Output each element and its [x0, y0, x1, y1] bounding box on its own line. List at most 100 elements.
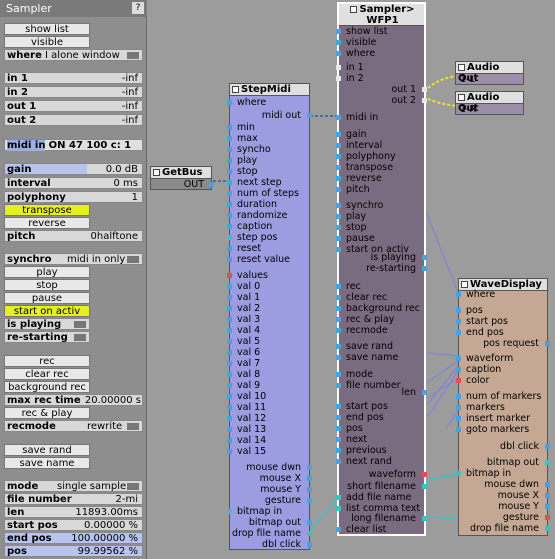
port-pin[interactable]	[336, 459, 341, 464]
port-reverse[interactable]: reverse	[346, 173, 382, 184]
port-pin[interactable]	[545, 460, 550, 465]
port-waveform[interactable]: waveform	[466, 353, 514, 364]
port-val-13[interactable]: val 13	[237, 424, 267, 435]
transpose-button[interactable]: transpose	[4, 204, 90, 216]
port-duration[interactable]: duration	[237, 199, 277, 210]
node-checkbox[interactable]	[232, 85, 239, 93]
port-pin[interactable]	[307, 498, 312, 503]
port-dbl-click[interactable]: dbl click	[262, 539, 301, 550]
port-pin[interactable]	[336, 355, 341, 360]
show-list-button[interactable]: show list	[4, 23, 90, 35]
port-pin[interactable]	[336, 437, 341, 442]
port-save-name[interactable]: save name	[346, 352, 399, 363]
port-pin[interactable]	[336, 29, 341, 34]
port-mouse-y[interactable]: mouse Y	[260, 484, 301, 495]
audio-out-2-port[interactable]: 1-R	[460, 104, 477, 115]
port-val-11[interactable]: val 11	[237, 402, 267, 413]
port-mouse-dwn[interactable]: mouse dwn	[246, 462, 301, 473]
port-file-number[interactable]: file number	[346, 380, 401, 391]
port-pin[interactable]	[336, 51, 341, 56]
port-pin[interactable]	[307, 531, 312, 536]
port-pin[interactable]	[336, 426, 341, 431]
port-bitmap-out[interactable]: bitmap out	[248, 517, 301, 528]
port-pin[interactable]	[336, 295, 341, 300]
port-pin[interactable]	[227, 284, 232, 289]
port-mouse-dwn[interactable]: mouse dwn	[484, 479, 539, 490]
port-pin[interactable]	[422, 98, 427, 103]
port-pin[interactable]	[227, 246, 232, 251]
port-long-filename[interactable]: long filename	[351, 513, 416, 524]
port-bitmap-out[interactable]: bitmap out	[486, 457, 539, 468]
reverse-button[interactable]: reverse	[4, 217, 90, 229]
where-row[interactable]: where I alone window	[4, 49, 143, 61]
dropdown-toggle-icon[interactable]	[127, 423, 139, 430]
port-pin[interactable]	[545, 341, 550, 346]
port-pin[interactable]	[336, 383, 341, 388]
port-markers[interactable]: markers	[466, 402, 505, 413]
getbus-out-port[interactable]: OUT	[183, 179, 204, 190]
getbus-node[interactable]: GetBus OUT	[150, 166, 214, 190]
port-val-3[interactable]: val 3	[237, 314, 261, 325]
port-re-starting[interactable]: re-starting	[366, 263, 416, 274]
port-pin[interactable]	[227, 328, 232, 333]
node-checkbox[interactable]	[458, 93, 465, 101]
port-num-of-markers[interactable]: num of markers	[466, 391, 542, 402]
port-pin[interactable]	[227, 295, 232, 300]
port-pin[interactable]	[336, 415, 341, 420]
port-pin[interactable]	[456, 405, 461, 410]
port-bitmap-in[interactable]: bitmap in	[237, 506, 283, 517]
port-pin[interactable]	[227, 372, 232, 377]
port-pin[interactable]	[227, 394, 232, 399]
port-pin[interactable]	[336, 176, 341, 181]
port-values[interactable]: values	[237, 270, 268, 281]
port-pin[interactable]	[336, 247, 341, 252]
port-pin[interactable]	[336, 372, 341, 377]
port-pin[interactable]	[227, 509, 232, 514]
port-midi-in[interactable]: midi in	[346, 112, 379, 123]
port-pin[interactable]	[307, 520, 312, 525]
port-pin[interactable]	[336, 187, 341, 192]
port-pin[interactable]	[422, 472, 427, 477]
port-clear-list[interactable]: clear list	[346, 524, 387, 535]
port-pin[interactable]	[227, 224, 232, 229]
port-rec[interactable]: rec	[346, 281, 361, 292]
port-pin[interactable]	[307, 476, 312, 481]
stop-button[interactable]: stop	[4, 279, 90, 291]
port-list-comma-text[interactable]: list comma text	[346, 503, 421, 514]
port-pin[interactable]	[456, 367, 461, 372]
port-previous[interactable]: previous	[346, 445, 387, 456]
port-pin[interactable]	[336, 203, 341, 208]
port-is-playing[interactable]: is playing	[370, 252, 416, 263]
port-pin[interactable]	[336, 76, 341, 81]
port-bitmap-in[interactable]: bitmap in	[466, 468, 512, 479]
port-pin[interactable]	[422, 87, 427, 92]
port-dbl-click[interactable]: dbl click	[500, 441, 539, 452]
port-pin[interactable]	[336, 132, 341, 137]
port-pin[interactable]	[227, 180, 232, 185]
port-pin[interactable]	[307, 113, 312, 118]
port-val-5[interactable]: val 5	[237, 336, 261, 347]
background-rec-button[interactable]: background rec	[4, 381, 90, 393]
port-val-6[interactable]: val 6	[237, 347, 261, 358]
port-pin[interactable]	[227, 100, 232, 105]
port-mouse-y[interactable]: mouse Y	[498, 501, 539, 512]
port-pitch[interactable]: pitch	[346, 184, 370, 195]
port-pin[interactable]	[227, 213, 232, 218]
port-rec-play[interactable]: rec & play	[346, 314, 395, 325]
port-gain[interactable]: gain	[346, 129, 367, 140]
port-pin[interactable]	[227, 273, 232, 278]
port-pin[interactable]	[456, 330, 461, 335]
synchro-row[interactable]: synchro midi in only	[4, 253, 143, 265]
port-pin[interactable]	[227, 361, 232, 366]
node-checkbox[interactable]	[350, 5, 358, 13]
port-reset-value[interactable]: reset value	[237, 254, 291, 265]
port-val-12[interactable]: val 12	[237, 413, 267, 424]
port-polyphony[interactable]: polyphony	[346, 151, 396, 162]
port-pin[interactable]	[227, 235, 232, 240]
port-next-rand[interactable]: next rand	[346, 456, 392, 467]
